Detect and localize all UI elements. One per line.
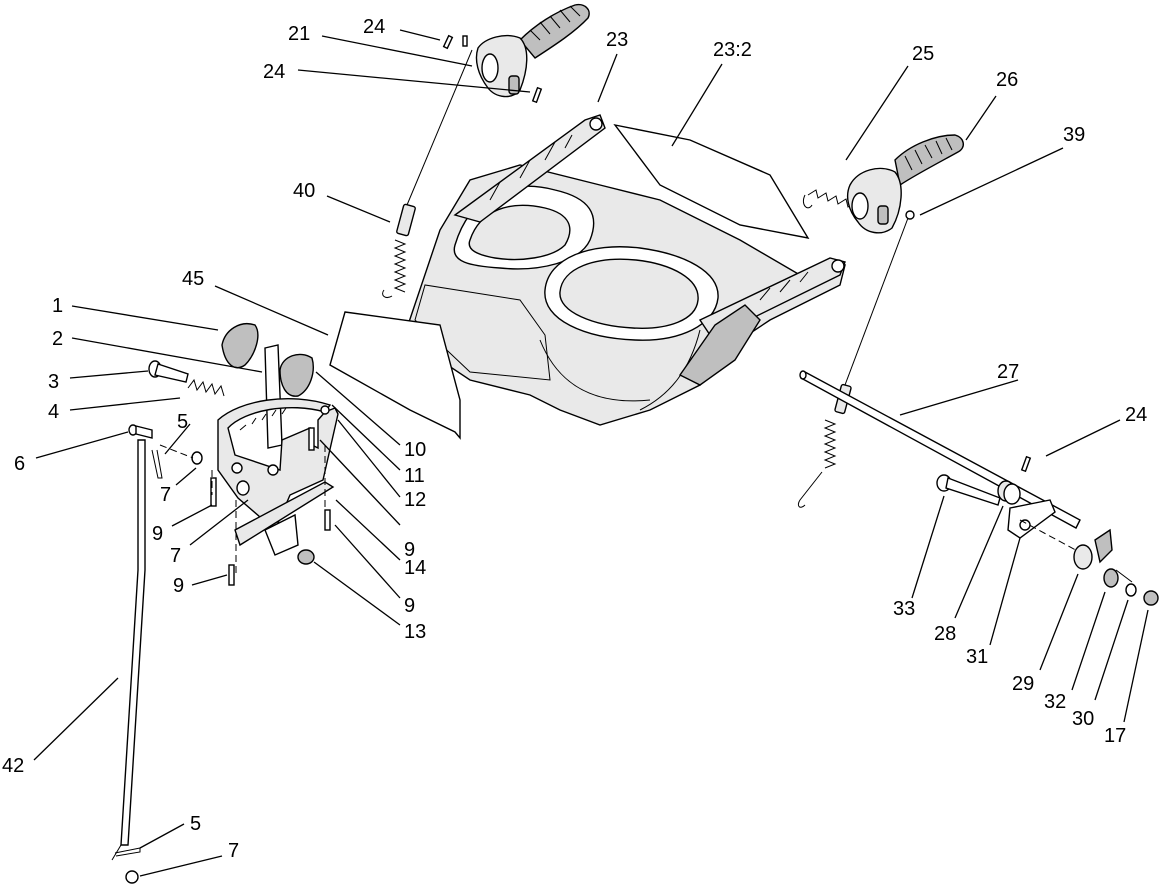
right-cable-spring [797, 210, 915, 508]
callout-24: 24 [1125, 404, 1147, 426]
callout-31: 31 [966, 646, 988, 668]
callout-5: 5 [190, 813, 201, 835]
callout-42: 42 [2, 755, 24, 777]
left-cable-spring [382, 49, 473, 298]
callout-3: 3 [48, 371, 59, 393]
callout-10: 10 [404, 439, 426, 461]
bolt-9-a [210, 477, 217, 507]
callout-29: 29 [1012, 673, 1034, 695]
callout-4: 4 [48, 401, 59, 423]
bolt-9-d [228, 564, 235, 586]
spring-32 [1103, 568, 1119, 588]
callout-13: 13 [404, 621, 426, 643]
plate-31 [1007, 499, 1056, 539]
nut-17 [1143, 590, 1159, 606]
callout-33: 33 [893, 598, 915, 620]
right-handle-assembly [846, 134, 964, 234]
shift-knob [221, 323, 259, 369]
callout-26: 26 [996, 69, 1018, 91]
cotter-pin-5-top [151, 449, 163, 479]
mounting-plate-14 [234, 481, 335, 547]
washer-7-c [125, 870, 139, 884]
callout-9: 9 [404, 595, 415, 617]
shoulder-bolt-3 [148, 360, 189, 383]
washer-7-a [191, 451, 203, 465]
cotter-pin-5-bottom [114, 847, 141, 857]
callout-17: 17 [1104, 725, 1126, 747]
callout-7: 7 [170, 545, 181, 567]
callout-7: 7 [228, 840, 239, 862]
callout-24: 24 [363, 16, 385, 38]
callout-23: 23 [606, 29, 628, 51]
washer-30 [1125, 583, 1137, 597]
nut-13 [297, 549, 315, 565]
spring-4 [187, 378, 225, 397]
callout-32: 32 [1044, 691, 1066, 713]
callout-45: 45 [182, 268, 204, 290]
callout-28: 28 [934, 623, 956, 645]
callout-27: 27 [997, 361, 1019, 383]
decal-23-2 [613, 123, 810, 239]
callout-9: 9 [404, 539, 415, 561]
callout-9: 9 [173, 575, 184, 597]
callout-11: 11 [404, 465, 425, 487]
shift-lever [264, 344, 283, 449]
callout-39: 39 [1063, 124, 1085, 146]
callout-1: 1 [52, 295, 63, 317]
callout-23-2: 23:2 [713, 39, 752, 61]
callout-12: 12 [404, 489, 426, 511]
pin-handle-left [462, 35, 468, 47]
callout-2: 2 [52, 328, 63, 350]
left-handle-assembly [475, 3, 590, 98]
callout-labels: 24 21 24 23 23:2 25 26 39 40 45 1 2 3 4 … [2, 16, 1147, 862]
callout-25: 25 [912, 43, 934, 65]
bolt-9-b [308, 427, 315, 451]
control-panel-housing [407, 114, 846, 426]
bolt-9-c [324, 509, 331, 531]
callout-9: 9 [152, 523, 163, 545]
cam-29 [1073, 528, 1113, 570]
callout-6: 6 [14, 453, 25, 475]
callout-24: 24 [263, 61, 285, 83]
callout-40: 40 [293, 180, 315, 202]
roll-pin-top [442, 34, 454, 50]
roll-pin-right [1020, 455, 1032, 473]
bolt-33 [936, 474, 1001, 506]
shift-lever-knob [279, 353, 314, 397]
roll-pin-middle [531, 86, 543, 104]
bushing-28 [997, 480, 1021, 505]
shift-rod-42 [111, 439, 146, 861]
callout-5: 5 [177, 411, 188, 433]
callout-21: 21 [288, 23, 310, 45]
decal-45 [329, 311, 461, 440]
callout-14: 14 [404, 557, 426, 579]
callout-30: 30 [1072, 708, 1094, 730]
washer-7-b [236, 480, 250, 496]
clevis-pin-6 [128, 424, 153, 439]
leader-lines [33, 29, 1149, 877]
shift-index-bracket [217, 397, 339, 532]
callout-7: 7 [160, 484, 171, 506]
plate-tab [264, 513, 299, 556]
